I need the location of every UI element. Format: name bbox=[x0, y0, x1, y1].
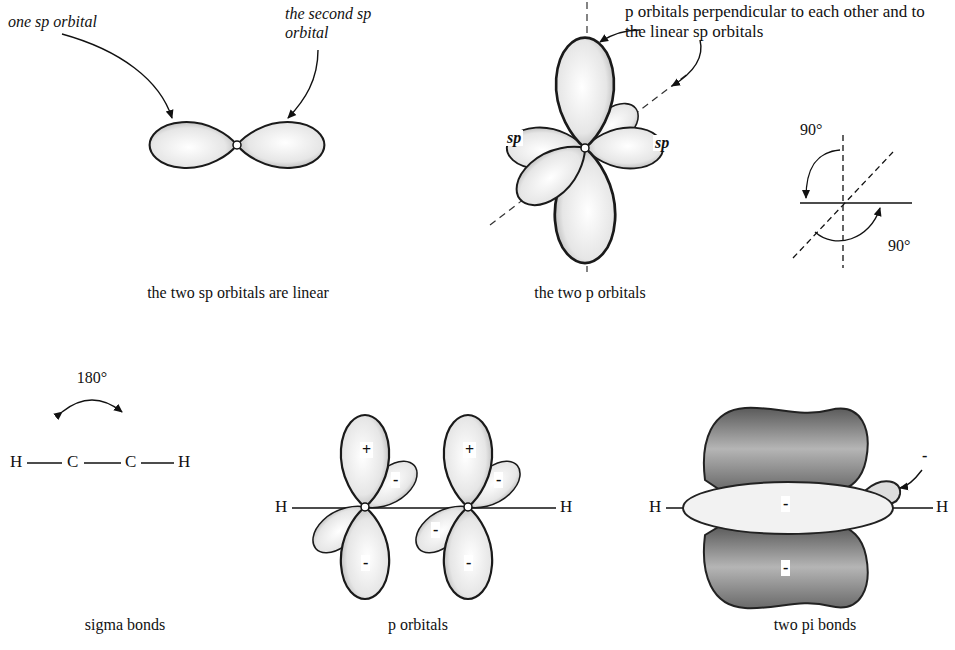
angle-label: 90° bbox=[888, 236, 910, 255]
phase-sign: - bbox=[431, 522, 440, 538]
p-orbital-pairs bbox=[292, 415, 556, 599]
atom-symbol: H bbox=[178, 452, 190, 472]
leader-line bbox=[672, 40, 701, 86]
sp-orbitals bbox=[150, 122, 325, 168]
sigma-bond-lines bbox=[27, 400, 174, 463]
leader-line bbox=[62, 34, 172, 118]
caption: the two sp orbitals are linear bbox=[147, 283, 329, 302]
phase-sign: - bbox=[361, 555, 370, 571]
atom-symbol: H bbox=[936, 497, 948, 517]
callout-label: p orbitals perpendicular to each other a… bbox=[625, 2, 943, 43]
callout-label: the second sp orbital bbox=[285, 4, 390, 42]
atom-symbol: H bbox=[649, 497, 661, 517]
atom-symbol: H bbox=[10, 452, 22, 472]
atom-symbol: H bbox=[275, 497, 287, 517]
phase-sign: - bbox=[464, 555, 473, 571]
phase-sign: - bbox=[494, 472, 503, 488]
caption: the two p orbitals bbox=[534, 283, 646, 302]
phase-sign: - bbox=[920, 448, 929, 464]
leader-line bbox=[288, 50, 318, 118]
atom-symbol: C bbox=[67, 452, 78, 472]
phase-sign: - bbox=[781, 496, 790, 512]
callout-label: one sp orbital bbox=[8, 12, 97, 31]
orbital-tag: sp bbox=[505, 130, 523, 146]
phase-sign: + bbox=[463, 442, 476, 458]
right-angle-sketch bbox=[793, 135, 912, 268]
pi-bond-clouds bbox=[666, 408, 933, 608]
atom-symbol: H bbox=[560, 497, 572, 517]
caption: two pi bonds bbox=[774, 615, 857, 634]
orbital-tag: sp bbox=[653, 135, 671, 151]
phase-sign: + bbox=[360, 442, 373, 458]
p-orbitals-axes bbox=[490, 2, 690, 272]
angle-label: 180° bbox=[77, 368, 107, 387]
phase-sign: - bbox=[781, 560, 790, 576]
caption: p orbitals bbox=[388, 615, 448, 634]
angle-label: 90° bbox=[800, 120, 822, 139]
atom-symbol: C bbox=[125, 452, 136, 472]
caption: sigma bonds bbox=[85, 615, 165, 634]
phase-sign: - bbox=[391, 472, 400, 488]
